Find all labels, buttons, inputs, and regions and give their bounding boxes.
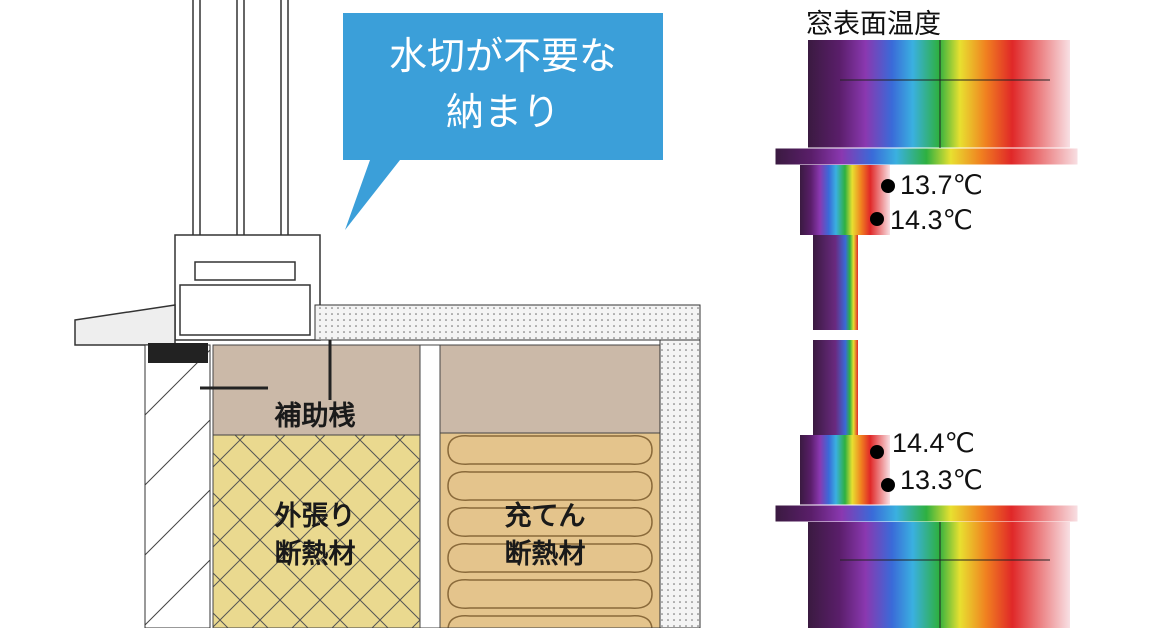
interior-board [659,339,701,628]
exterior-insulation [212,434,421,628]
temp-reading: 13.7℃ [900,170,983,200]
cavity-insulation [439,432,661,628]
thermal-image [774,40,1079,628]
temp-reading: 14.3℃ [890,205,973,235]
label-exterior-insulation: 外張り 断熱材 [240,498,390,574]
callout-bubble [343,13,663,230]
label-batten: 補助桟 [274,401,356,432]
label-line: 充てん [504,501,586,532]
screw-icon [200,340,332,400]
callout-line-1: 水切が不要な [388,34,617,78]
label-line: 断熱材 [504,539,586,570]
callout-line-2: 納まり [445,90,560,134]
auxiliary-batten [212,344,421,436]
stud [419,344,441,628]
label-cavity-insulation: 充てん 断熱材 [470,498,620,574]
cavity-top [439,344,661,434]
temp-reading: 14.4℃ [892,428,975,458]
thermal-title: 窓表面温度 [806,9,941,40]
sealant-block [148,343,208,363]
temp-reading: 13.3℃ [900,465,983,495]
label-line: 外張り [274,501,356,532]
measurement-points [870,179,895,492]
label-line: 断熱材 [274,539,356,570]
callout-text: 水切が不要な 納まり [343,28,663,140]
sill-slab [314,304,701,341]
window-glazing-section [74,0,321,346]
